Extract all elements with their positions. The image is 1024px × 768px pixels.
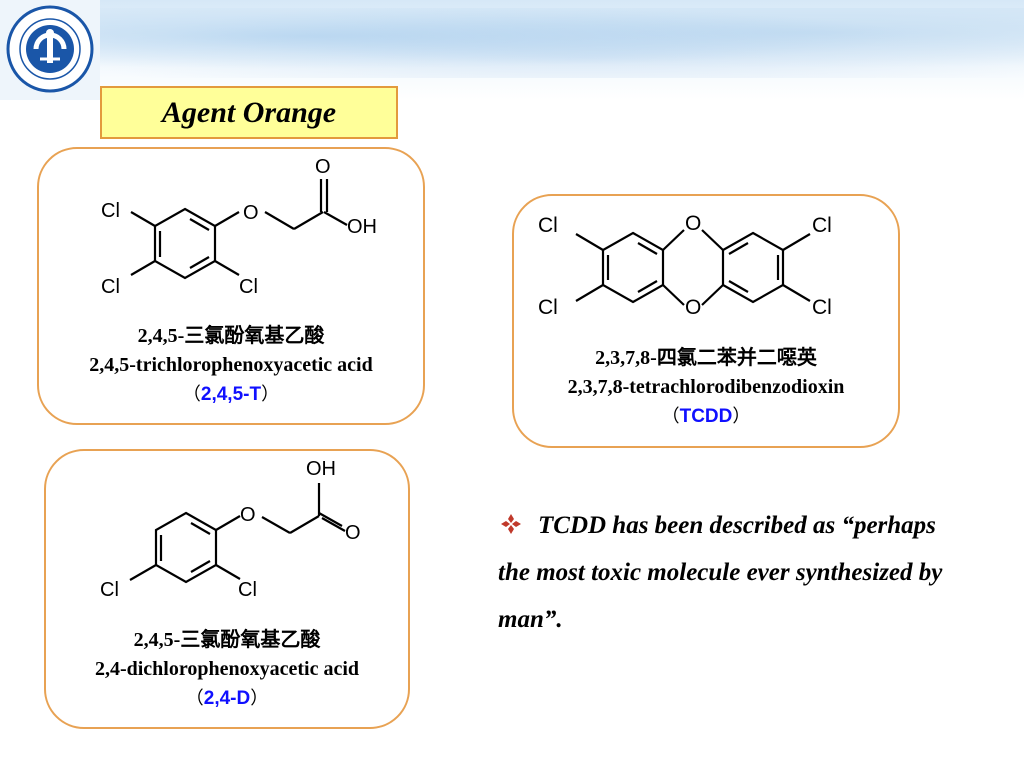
caption-tcdd: 2,3,7,8-四氯二苯并二噁英 2,3,7,8-tetrachlorodibe…	[514, 344, 898, 431]
card-tcdd: Cl Cl Cl Cl O O 2,3,7,8-四氯二苯并二噁英 2,3,7,8…	[512, 194, 900, 448]
atom-cl: Cl	[812, 214, 832, 237]
atom-o: O	[685, 212, 701, 235]
atom-cl: Cl	[101, 200, 120, 222]
atom-oh: OH	[306, 458, 336, 480]
abbreviation-line: （2,4,5-T）	[39, 380, 423, 409]
atom-cl: Cl	[812, 296, 832, 319]
quote-text: TCDD has been described as “perhaps the …	[498, 512, 943, 633]
university-logo-icon	[6, 5, 94, 93]
structure-245t: Cl Cl Cl O O OH	[101, 156, 377, 298]
atom-cl: Cl	[239, 276, 258, 298]
caption-24d: 2,4,5-三氯酚氧基乙酸 2,4-dichlorophenoxyacetic …	[46, 626, 408, 713]
paren-close: ）	[261, 384, 280, 405]
paren-close: ）	[732, 406, 751, 427]
english-name: 2,4,5-trichlorophenoxyacetic acid	[89, 354, 373, 376]
atom-o: O	[345, 522, 361, 544]
structure-tcdd: Cl Cl Cl Cl O O	[538, 212, 832, 319]
abbreviation: 2,4,5-T	[200, 384, 262, 405]
paren-close: ）	[250, 688, 269, 709]
diamond-bullet-icon	[501, 514, 521, 534]
paren-open: （	[661, 406, 680, 427]
atom-cl: Cl	[538, 296, 558, 319]
abbreviation-line: （TCDD）	[514, 402, 898, 431]
english-name: 2,3,7,8-tetrachlorodibenzodioxin	[567, 376, 845, 398]
paren-open: （	[182, 384, 201, 405]
quote-block: TCDD has been described as “perhaps the …	[498, 502, 968, 643]
abbreviation: 2,4-D	[203, 688, 251, 709]
atom-o: O	[685, 296, 701, 319]
chinese-name: 2,3,7,8-四氯二苯并二噁英	[595, 347, 817, 369]
abbreviation: TCDD	[679, 406, 733, 427]
atom-cl: Cl	[238, 579, 257, 601]
slide-title: Agent Orange	[161, 95, 337, 129]
card-24d: OH O O Cl Cl 2,4,5-三氯酚氧基乙酸 2,4-dichlorop…	[44, 449, 410, 729]
chinese-name: 2,4,5-三氯酚氧基乙酸	[137, 325, 325, 347]
chinese-name: 2,4,5-三氯酚氧基乙酸	[133, 629, 321, 651]
structure-24d: OH O O Cl Cl	[100, 458, 361, 601]
paren-open: （	[185, 688, 204, 709]
atom-cl: Cl	[101, 276, 120, 298]
abbreviation-line: （2,4-D）	[46, 684, 408, 713]
english-name: 2,4-dichlorophenoxyacetic acid	[94, 658, 360, 680]
caption-245t: 2,4,5-三氯酚氧基乙酸 2,4,5-trichlorophenoxyacet…	[39, 322, 423, 409]
atom-o: O	[315, 156, 331, 178]
atom-o: O	[240, 504, 256, 526]
card-245t: Cl Cl Cl O O OH 2,4,5-三氯酚氧基乙酸 2,4,5-tric…	[37, 147, 425, 425]
atom-o: O	[243, 202, 259, 224]
atom-cl: Cl	[538, 214, 558, 237]
atom-cl: Cl	[100, 579, 119, 601]
university-logo	[0, 0, 100, 100]
header-band	[0, 0, 1024, 100]
atom-oh: OH	[347, 216, 377, 238]
title-box: Agent Orange	[100, 86, 398, 139]
